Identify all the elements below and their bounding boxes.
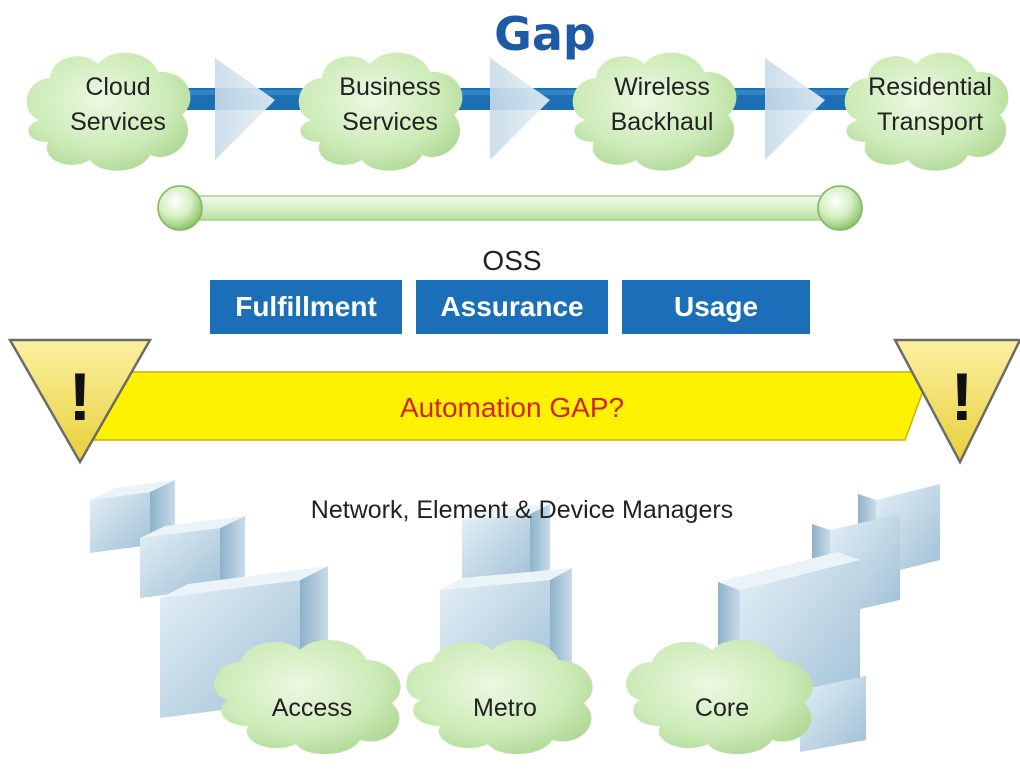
service-cloud-business-services: Business Services	[298, 52, 463, 171]
service-cloud-line1: Business	[339, 73, 440, 101]
flow-arrows	[215, 58, 825, 160]
oss-box-label: Usage	[674, 291, 758, 322]
automation-gap-banner: Automation GAP?	[86, 371, 932, 441]
oss-box-label: Fulfillment	[235, 291, 377, 322]
service-cloud-line1: Wireless	[614, 73, 710, 101]
oss-label: OSS	[482, 245, 541, 276]
diagram-title: Gap	[494, 7, 596, 61]
oss-box-usage: Usage	[622, 280, 810, 334]
warning-icon: !	[69, 359, 92, 435]
automation-gap-label: Automation GAP?	[400, 392, 624, 423]
service-cloud-line2: Transport	[877, 108, 983, 136]
service-cloud-cloud-transport: Cloud Services	[26, 52, 191, 171]
network-cloud-metro: Metro	[406, 639, 593, 755]
network-cloud-label: Metro	[473, 694, 537, 722]
connector-ball-left	[157, 185, 203, 231]
network-cloud-label: Core	[695, 694, 749, 722]
oss-box-label: Assurance	[440, 291, 583, 322]
network-cloud-access: Access	[214, 639, 401, 755]
oss-connector-bar	[157, 185, 863, 231]
service-cloud-line2: Services	[70, 108, 166, 136]
network-cloud-core: Core	[626, 639, 813, 755]
connector-ball-right	[817, 185, 863, 231]
oss-box-fulfillment: Fulfillment	[210, 280, 402, 334]
service-cloud-wireless-backhaul: Wireless Backhaul	[572, 52, 737, 171]
managers-label: Network, Element & Device Managers	[311, 496, 733, 524]
oss-box-assurance: Assurance	[416, 280, 608, 334]
warning-icon: !	[951, 359, 974, 435]
warning-triangle-left: !	[7, 338, 153, 465]
warning-triangle-right: !	[892, 338, 1020, 465]
service-cloud-line1: Residential	[868, 73, 992, 101]
service-cloud-line2: Backhaul	[611, 108, 714, 136]
service-cloud-line2: Services	[342, 108, 438, 136]
service-cloud-line1: Cloud	[85, 73, 150, 101]
network-cloud-label: Access	[272, 694, 353, 722]
service-cloud-residential-transport: Residential Transport	[844, 52, 1009, 171]
